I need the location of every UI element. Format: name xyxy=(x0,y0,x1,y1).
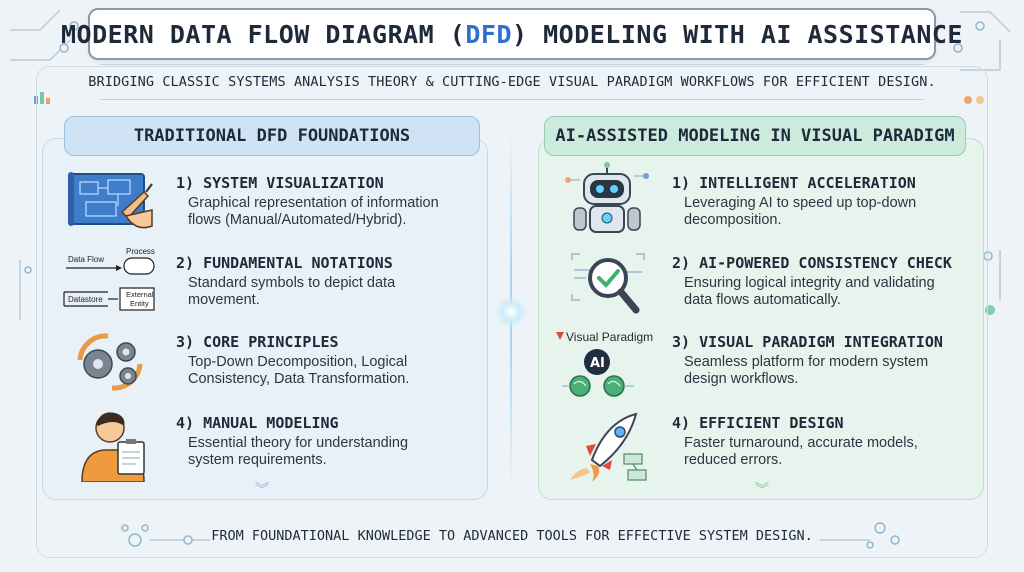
desc-line: design workflows. xyxy=(684,371,799,387)
right-item-2: 2) AI-POWERED CONSISTENCY CHECK Ensuring… xyxy=(672,254,952,309)
footer-text: FROM FOUNDATIONAL KNOWLEDGE TO ADVANCED … xyxy=(211,528,813,544)
ai-badge-text: AI xyxy=(590,356,605,371)
title-part-1: MODERN DATA FLOW DIAGRAM ( xyxy=(61,19,466,49)
visual-paradigm-logo-text: Visual Paradigm xyxy=(566,330,654,344)
desc-line: decomposition. xyxy=(684,212,782,228)
desc-line: Top-Down Decomposition, Logical xyxy=(188,354,408,370)
notation-label-process: Process xyxy=(126,247,155,256)
magnifier-check-icon xyxy=(571,253,645,314)
dfd-notation-icon: Data Flow Process Datastore External Ent… xyxy=(63,247,155,311)
item-title: 2) FUNDAMENTAL NOTATIONS xyxy=(176,254,393,272)
item-desc: Faster turnaround, accurate models,reduc… xyxy=(684,435,918,469)
desc-line: Graphical representation of information xyxy=(188,195,439,211)
notation-label-external-1: External xyxy=(126,290,154,299)
desc-line: reduced errors. xyxy=(684,452,783,468)
item-title: 3) VISUAL PARADIGM INTEGRATION xyxy=(672,333,943,351)
center-glow xyxy=(495,296,527,328)
item-title: 3) CORE PRINCIPLES xyxy=(176,333,339,351)
right-item-3: 3) VISUAL PARADIGM INTEGRATION Seamless … xyxy=(672,333,943,388)
desc-line: flows (Manual/Automated/Hybrid). xyxy=(188,212,407,228)
desc-line: Faster turnaround, accurate models, xyxy=(684,435,918,451)
left-item-3: 3) CORE PRINCIPLES Top-Down Decompositio… xyxy=(176,333,409,388)
notation-label-dataflow: Data Flow xyxy=(68,255,104,264)
item-title: 2) AI-POWERED CONSISTENCY CHECK xyxy=(672,254,952,272)
desc-line: system requirements. xyxy=(188,452,327,468)
item-title: 4) EFFICIENT DESIGN xyxy=(672,414,844,432)
desc-line: Seamless platform for modern system xyxy=(684,354,929,370)
desc-line: Essential theory for understanding xyxy=(188,435,409,451)
subtitle: BRIDGING CLASSIC SYSTEMS ANALYSIS THEORY… xyxy=(88,74,936,90)
title-part-2: ) MODELING WITH AI ASSISTANCE xyxy=(512,19,963,49)
title-box: MODERN DATA FLOW DIAGRAM (DFD) MODELING … xyxy=(61,8,963,60)
desc-line: Consistency, Data Transformation. xyxy=(188,371,410,387)
left-item-2: 2) FUNDAMENTAL NOTATIONS Standard symbol… xyxy=(176,254,395,309)
right-panel-heading: AI-ASSISTED MODELING IN VISUAL PARADIGM xyxy=(544,116,966,156)
desc-line: Ensuring logical integrity and validatin… xyxy=(684,275,935,291)
item-desc: Ensuring logical integrity and validatin… xyxy=(684,275,952,309)
desc-line: movement. xyxy=(188,292,260,308)
title-highlight: DFD xyxy=(465,19,512,49)
gears-cycle-icon xyxy=(77,333,143,391)
item-title: 1) INTELLIGENT ACCELERATION xyxy=(672,174,916,192)
robot-icon xyxy=(565,162,649,233)
item-title: 4) MANUAL MODELING xyxy=(176,414,339,432)
notation-label-datastore: Datastore xyxy=(68,295,103,304)
right-item-1: 1) INTELLIGENT ACCELERATION Leveraging A… xyxy=(672,174,916,229)
background-frame xyxy=(36,66,988,558)
left-item-4: 4) MANUAL MODELING Essential theory for … xyxy=(176,414,408,469)
desc-line: Leveraging AI to speed up top-down xyxy=(684,195,917,211)
desc-line: data flows automatically. xyxy=(684,292,841,308)
ai-brain-icon: AI xyxy=(556,332,634,397)
desc-line: Standard symbols to depict data xyxy=(188,275,396,291)
chevron-down-icon: ︾ xyxy=(755,482,769,498)
subtitle-rule xyxy=(100,64,924,100)
page-title: MODERN DATA FLOW DIAGRAM (DFD) MODELING … xyxy=(61,20,963,49)
rocket-icon xyxy=(570,412,647,482)
right-item-4: 4) EFFICIENT DESIGN Faster turnaround, a… xyxy=(672,414,918,469)
chevron-down-icon: ︾ xyxy=(255,482,269,498)
blueprint-hand-icon xyxy=(68,172,153,229)
left-panel-heading: TRADITIONAL DFD FOUNDATIONS xyxy=(64,116,480,156)
person-clipboard-icon xyxy=(81,412,145,482)
left-item-1: 1) SYSTEM VISUALIZATION Graphical repres… xyxy=(176,174,439,229)
item-title: 1) SYSTEM VISUALIZATION xyxy=(176,174,384,192)
notation-label-external-2: Entity xyxy=(130,299,149,308)
